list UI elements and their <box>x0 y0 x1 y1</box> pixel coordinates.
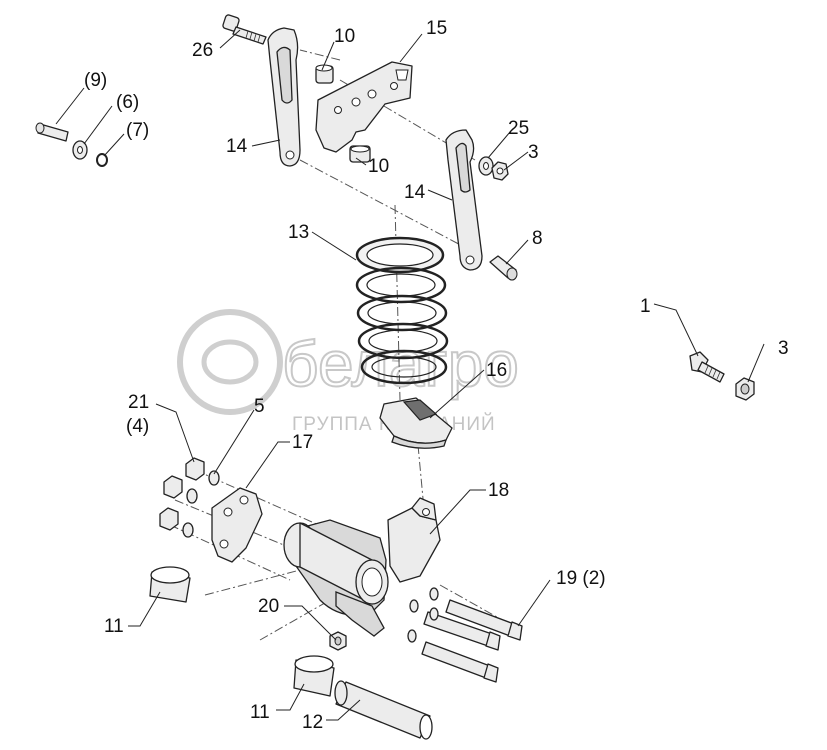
callout-3-top: 3 <box>528 142 539 163</box>
leader-lines <box>55 29 765 721</box>
callout-8: 8 <box>532 228 543 249</box>
watermark-logo: белагро ГРУППА КОМПАНИЙ <box>177 309 520 435</box>
plate-15 <box>315 61 413 153</box>
callout-18: 18 <box>488 480 509 501</box>
bushing-10-top <box>315 64 334 84</box>
bolts-19 <box>407 587 523 683</box>
housing-18 <box>283 497 441 637</box>
washer-25 <box>478 156 494 176</box>
nut-20 <box>329 631 347 651</box>
nut-3-top <box>491 161 509 181</box>
bolt-26 <box>222 14 267 45</box>
link-14-right <box>445 129 483 271</box>
split-washer-7 <box>96 153 108 167</box>
shaft-12 <box>334 680 433 740</box>
callout-19: 19 (2) <box>556 568 606 589</box>
pin-9 <box>35 122 69 142</box>
callout-10-bottom: 10 <box>368 156 389 177</box>
callout-11-left: 11 <box>104 616 124 637</box>
callout-7: (7) <box>126 120 149 141</box>
flange-17 <box>211 487 263 563</box>
link-14-left <box>267 27 301 167</box>
callout-3-right: 3 <box>778 338 789 359</box>
callout-5: 5 <box>254 396 265 417</box>
callout-26: 26 <box>192 40 213 61</box>
bushing-10-bottom <box>349 145 371 163</box>
callout-17: 17 <box>292 432 313 453</box>
callout-4: (4) <box>126 416 149 437</box>
callout-12: 12 <box>302 712 323 733</box>
watermark-brand: белагро <box>282 328 519 400</box>
callout-25: 25 <box>508 118 529 139</box>
nuts-21 <box>159 457 205 531</box>
callout-labels: 26 10 15 (9) (6) (7) 14 10 25 3 14 13 8 … <box>84 18 789 733</box>
callout-21: 21 <box>128 392 149 413</box>
callout-11-bottom: 11 <box>250 702 270 723</box>
watermark-circle-icon <box>177 309 283 415</box>
callout-9: (9) <box>84 70 107 91</box>
callout-1: 1 <box>640 296 651 317</box>
washer-6 <box>72 140 88 160</box>
callout-6: (6) <box>116 92 139 113</box>
callout-15: 15 <box>426 18 447 39</box>
sleeve-11-bottom <box>293 655 335 697</box>
callout-16: 16 <box>486 360 507 381</box>
callout-14-right: 14 <box>404 182 426 203</box>
nut-3-right <box>735 377 755 401</box>
pin-8 <box>489 255 518 281</box>
bolt-1 <box>689 351 725 383</box>
washers-5 <box>182 470 220 538</box>
spring-13 <box>355 236 449 385</box>
callout-14-left: 14 <box>226 136 248 157</box>
callout-10-top: 10 <box>334 26 355 47</box>
callout-20: 20 <box>258 596 279 617</box>
sleeve-11-left <box>149 566 191 603</box>
spring-seat-16 <box>379 397 453 449</box>
callout-13: 13 <box>288 222 309 243</box>
